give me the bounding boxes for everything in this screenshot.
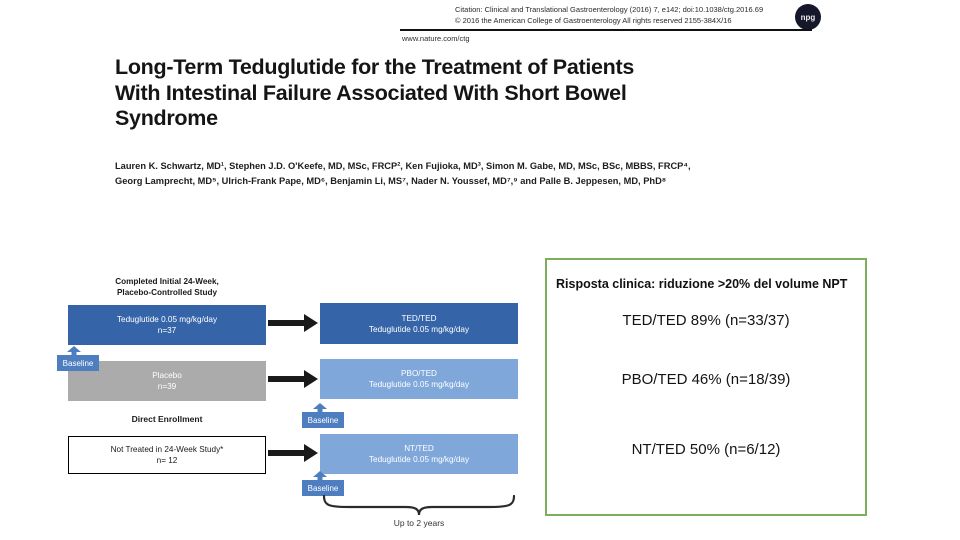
baseline-label: Baseline [57,355,99,371]
paper-title-line-1: Long-Term Teduglutide for the Treatment … [115,55,635,79]
clinical-response-box: Risposta clinica: riduzione >20% del vol… [545,258,867,516]
paper-title: Long-Term Teduglutide for the Treatment … [115,55,775,132]
teduglutide-arm-box: Teduglutide 0.05 mg/kg/day n=37 [68,305,266,345]
paper-title-line-2: With Intestinal Failure Associated With … [115,80,627,105]
baseline-up-arrow-icon [312,401,328,414]
npg-journal-logo: npg [795,4,821,30]
placebo-arm-box: Placebo n=39 [68,361,266,401]
duration-brace-icon [320,492,518,523]
result-ted-ted: TED/TED 89% (n=33/37) [622,312,790,329]
authors-line-1: Lauren K. Schwartz, MD¹, Stephen J.D. O'… [115,161,691,171]
baseline-label: Baseline [302,480,344,496]
ted-ted-box: TED/TED Teduglutide 0.05 mg/kg/day [320,303,518,344]
diagram-header: Completed Initial 24-Week, Placebo-Contr… [115,277,219,297]
header-divider-rule [400,29,812,31]
paper-title-line-3: Syndrome [115,106,218,130]
pbo-ted-box: PBO/TED Teduglutide 0.05 mg/kg/day [320,359,518,399]
clinical-response-title: Risposta clinica: riduzione >20% del vol… [556,277,848,291]
duration-label: Up to 2 years [393,518,445,528]
authors-list: Lauren K. Schwartz, MD¹, Stephen J.D. O'… [115,159,795,189]
nt-ted-box: NT/TED Teduglutide 0.05 mg/kg/day [320,434,518,474]
baseline-up-arrow-icon [312,469,328,482]
npg-logo-text: npg [800,12,816,22]
citation-block: Citation: Clinical and Translational Gas… [455,4,800,26]
flow-arrow-icon [268,444,318,462]
baseline-up-arrow-icon [66,344,82,357]
citation-line-2: © 2016 the American College of Gastroent… [455,16,732,25]
citation-line-1: Citation: Clinical and Translational Gas… [455,5,764,14]
flow-arrow-icon [268,314,318,332]
journal-url: www.nature.com/ctg [402,34,470,43]
baseline-label: Baseline [302,412,344,428]
flow-arrow-icon [268,370,318,388]
result-pbo-ted: PBO/TED 46% (n=18/39) [621,371,791,388]
authors-line-2: Georg Lamprecht, MD⁵, Ulrich-Frank Pape,… [115,176,667,186]
result-nt-ted: NT/TED 50% (n=6/12) [631,441,781,458]
direct-enrollment-label: Direct Enrollment [131,414,203,424]
not-treated-box: Not Treated in 24-Week Study* n= 12 [68,436,266,474]
